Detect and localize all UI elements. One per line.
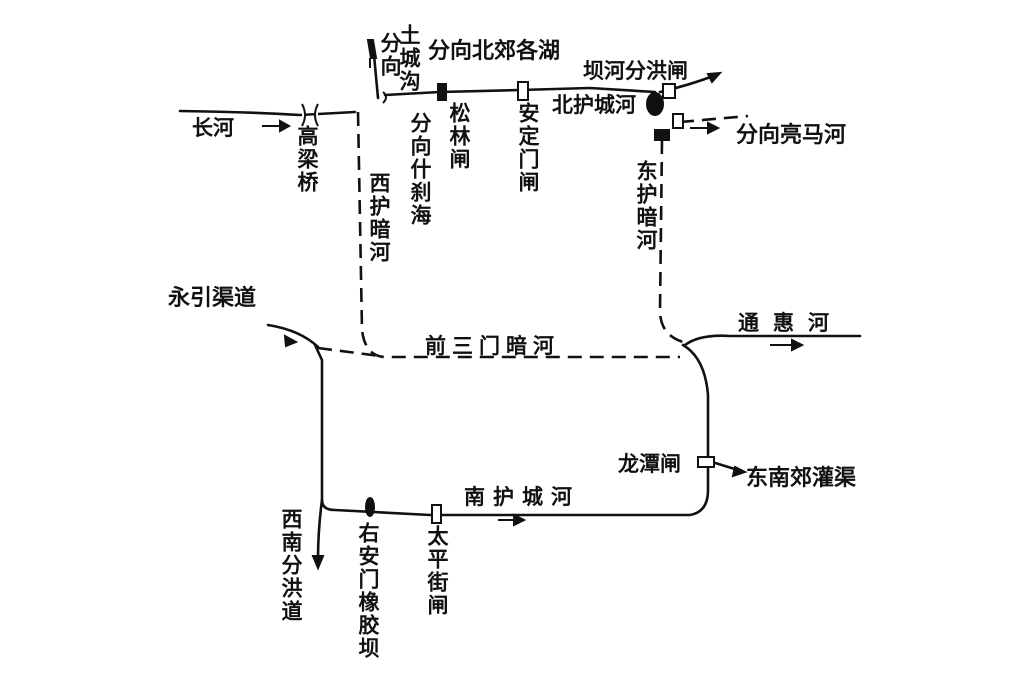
tucheng-gou-line xyxy=(372,53,380,100)
label-xinan-fenhong-dao: 西南分洪道 xyxy=(279,508,303,623)
liangma-line xyxy=(679,114,749,124)
label-youanmen-xiangjiao-ba: 右安门橡胶坝 xyxy=(356,522,380,660)
label-taiping-jie-zha: 太平街闸 xyxy=(425,525,449,617)
label-longtan-zha: 龙潭闸 xyxy=(618,452,681,476)
label-fenxiang-beijiao: 分向北郊各湖 xyxy=(428,39,561,64)
label-fenxiang-shichahai: 分向什刹海 xyxy=(408,112,432,227)
dong-hu-gate xyxy=(654,129,670,141)
label-bei-hucheng-he: 北护城河 xyxy=(552,93,636,117)
gaoliang-bridge-symbol xyxy=(301,103,319,127)
tucheng-gate xyxy=(366,39,378,59)
label-tonghui-he: 通惠河 xyxy=(738,311,843,335)
label-gaoliang-qiao: 高梁桥 xyxy=(295,125,319,194)
label-fenxiang-tuchenggou: 分向 xyxy=(378,32,402,78)
label-songlin-zha: 松林闸 xyxy=(447,102,471,171)
yongyin-qudao-line xyxy=(266,323,320,349)
label-chang-he: 长河 xyxy=(192,116,234,140)
liangma-gate xyxy=(672,113,684,129)
chang-he-line xyxy=(178,109,357,117)
bahe-weir xyxy=(646,92,664,116)
label-tucheng-gou: 土城沟 xyxy=(397,24,421,93)
label-qiansanmen-an-he: 前三门暗河 xyxy=(425,334,560,358)
songlin-gate xyxy=(437,83,447,101)
youanmen-dam xyxy=(365,497,375,517)
nan-hucheng-he-line xyxy=(313,343,710,517)
longtan-gate xyxy=(697,456,715,468)
xinan-fenhong-line xyxy=(316,498,324,562)
bahe-gate xyxy=(662,83,676,99)
anding-gate xyxy=(517,81,529,101)
tonghui-he-line xyxy=(683,334,862,347)
label-fenxiang-liangma-he: 分向亮马河 xyxy=(736,123,847,148)
label-bahe-fenhong-zha: 坝河分洪闸 xyxy=(583,59,688,83)
label-yongyin-qudao: 永引渠道 xyxy=(168,286,257,311)
label-nan-hucheng-he: 南护城河 xyxy=(464,485,580,509)
qiansanmen-an-he-line xyxy=(317,346,381,358)
label-anding-men-zha: 安定门闸 xyxy=(516,102,540,194)
label-dong-hu-an-he: 东护暗河 xyxy=(634,160,658,252)
dong-hu-an-he-line xyxy=(658,139,684,344)
label-xi-hu-an-he: 西护暗河 xyxy=(367,172,391,264)
label-dongnan-jiao-guanqu: 东南郊灌渠 xyxy=(746,466,857,491)
taiping-gate xyxy=(431,504,442,524)
